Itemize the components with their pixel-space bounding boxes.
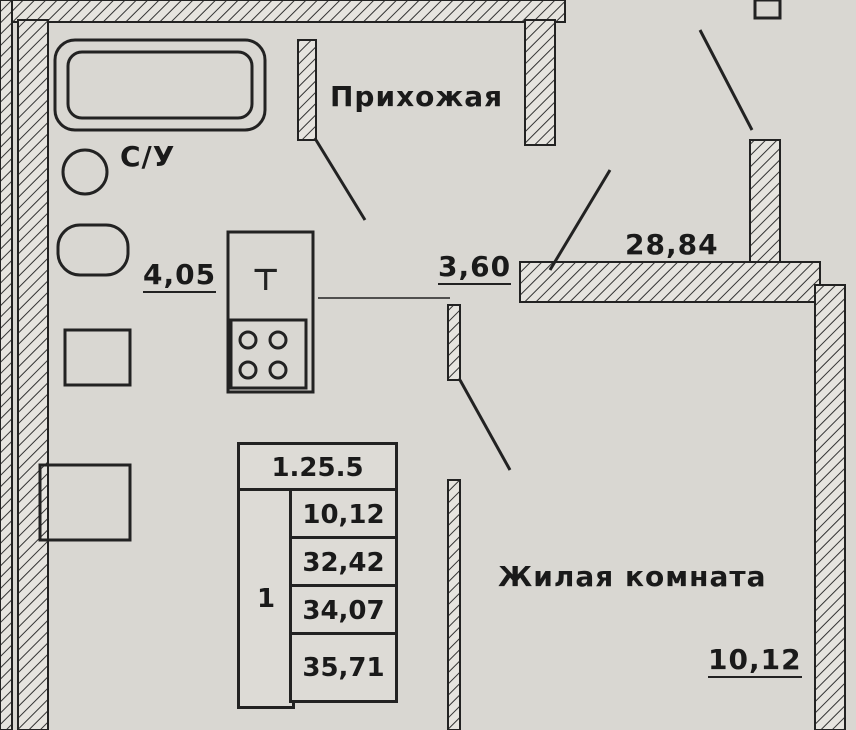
- room-count-cell: 1: [237, 488, 295, 709]
- area-cell: 10,12: [289, 488, 398, 542]
- area-cell: 34,07: [289, 584, 398, 638]
- hallway-area: 3,60: [438, 250, 512, 285]
- hallway-label: Прихожая: [330, 80, 504, 113]
- kitchen-area: 28,84: [625, 228, 719, 263]
- living-room-area: 10,12: [708, 643, 802, 678]
- fixtures: [38, 0, 782, 542]
- living-room-label: Жилая комната: [498, 560, 767, 593]
- area-cell: 35,71: [289, 632, 398, 703]
- type-code-cell: 1.25.5: [237, 442, 398, 494]
- bathroom-area: 4,05: [143, 258, 217, 293]
- bathroom-label: С/У: [120, 140, 176, 173]
- area-cell: 32,42: [289, 536, 398, 590]
- sink-symbol: ⊤: [252, 263, 279, 298]
